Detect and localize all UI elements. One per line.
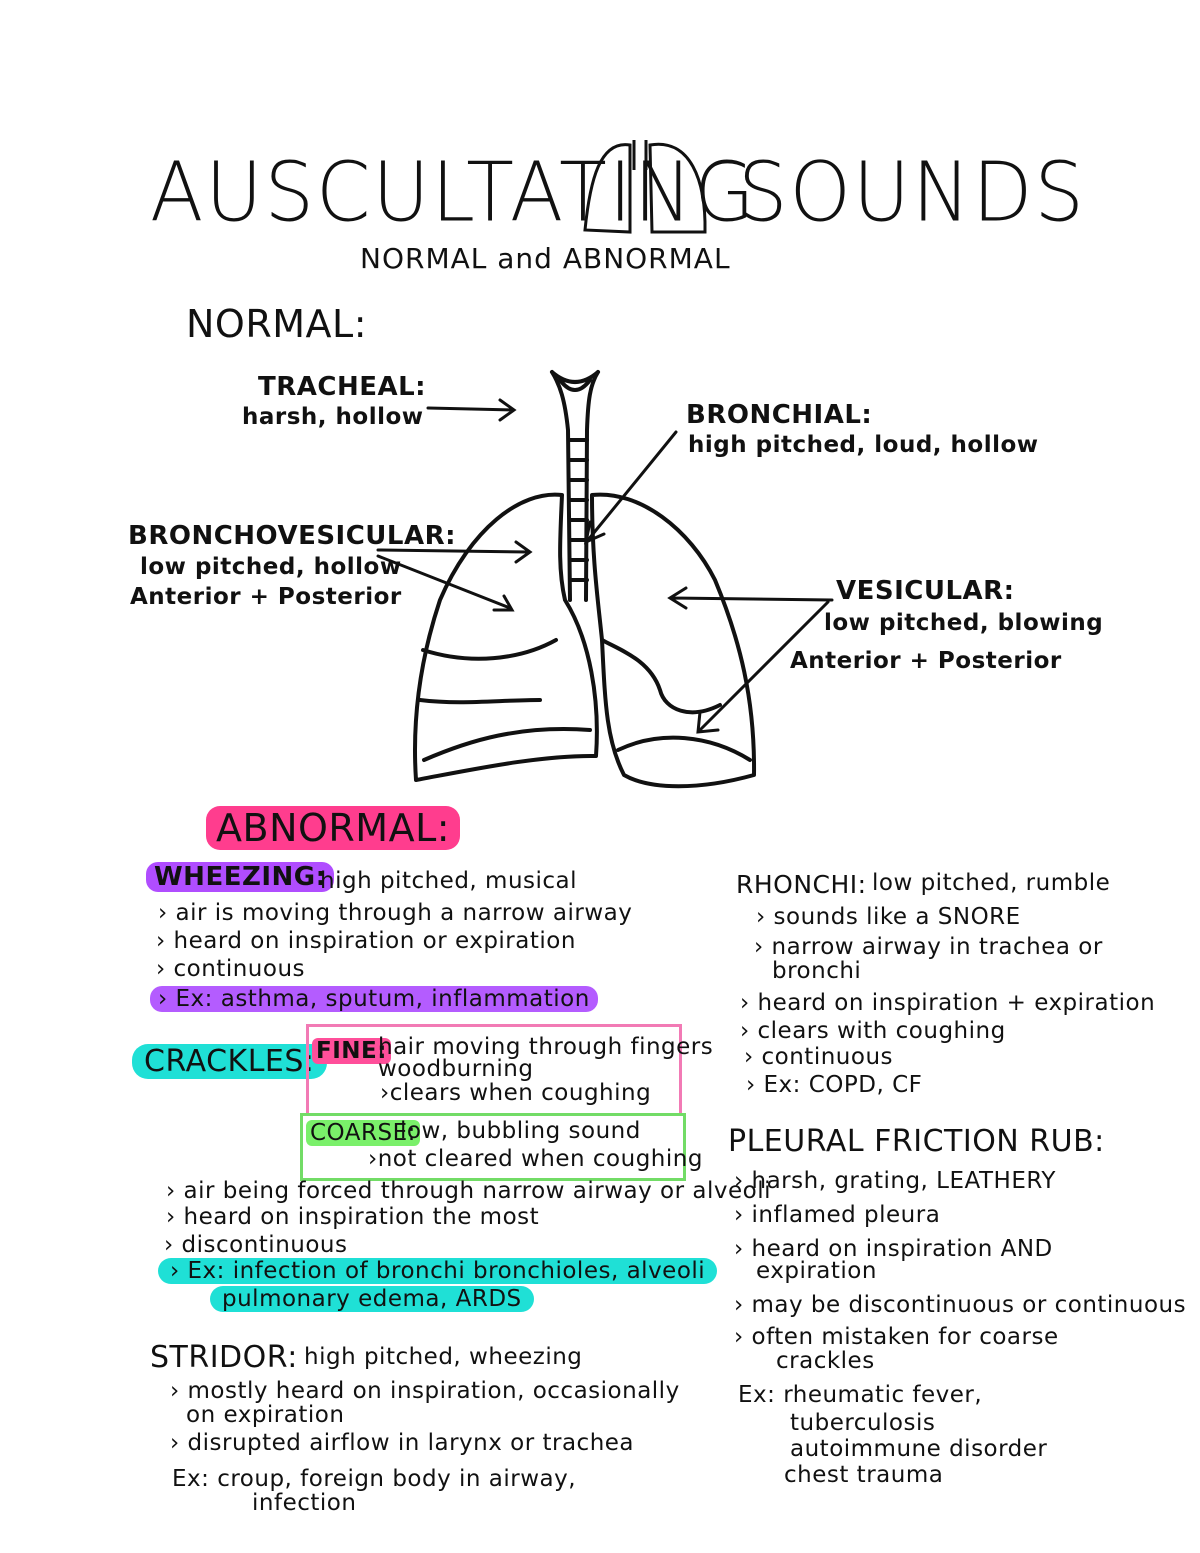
wheezing-desc: high pitched, musical	[320, 868, 578, 894]
pleural-ex-3: autoimmune disorder	[790, 1436, 1048, 1462]
pleural-item-3a: › heard on inspiration AND	[734, 1236, 1053, 1262]
crackles-example-2: pulmonary edema, ARDS	[210, 1286, 534, 1312]
rhonchi-desc: low pitched, rumble	[872, 870, 1111, 896]
coarse-label: COARSE:	[306, 1120, 420, 1146]
normal-heading: NORMAL:	[186, 302, 367, 346]
pleural-ex-4: chest trauma	[784, 1462, 944, 1488]
stridor-item-1a: › mostly heard on inspiration, occasiona…	[170, 1378, 680, 1404]
tracheal-desc: harsh, hollow	[242, 404, 424, 430]
vesicular-desc: low pitched, blowing	[824, 610, 1104, 636]
tracheal-label: TRACHEAL:	[258, 372, 427, 402]
rhonchi-label: RHONCHI:	[736, 870, 867, 899]
crackles-item-1: › air being forced through narrow airway…	[166, 1178, 771, 1204]
pleural-label: PLEURAL FRICTION RUB:	[728, 1124, 1105, 1159]
coarse-line-2: ›not cleared when coughing	[368, 1146, 703, 1172]
rhonchi-item-6: › Ex: COPD, CF	[746, 1072, 923, 1098]
crackles-item-3: › discontinuous	[164, 1232, 348, 1258]
pleural-item-1: › harsh, grating, LEATHERY	[734, 1168, 1056, 1194]
fine-line-1: hair moving through fingers	[378, 1034, 714, 1060]
wheezing-item-2: › heard on inspiration or expiration	[156, 928, 576, 954]
fine-line-3: ›clears when coughing	[380, 1080, 652, 1106]
page-title-right: SOUNDS	[738, 145, 1086, 241]
bronchovesicular-desc: low pitched, hollow	[140, 554, 402, 580]
pleural-item-2: › inflamed pleura	[734, 1202, 941, 1228]
abnormal-heading-text: ABNORMAL:	[206, 806, 461, 850]
rhonchi-item-3: › heard on inspiration + expiration	[740, 990, 1156, 1016]
rhonchi-item-4: › clears with coughing	[740, 1018, 1006, 1044]
wheezing-label: WHEEZING:	[146, 862, 335, 892]
pleural-item-3b: expiration	[756, 1258, 877, 1284]
pleural-item-4: › may be discontinuous or continuous	[734, 1292, 1187, 1318]
stridor-example-2: infection	[252, 1490, 357, 1516]
stridor-desc: high pitched, wheezing	[304, 1344, 583, 1370]
bronchovesicular-label: BRONCHOVESICULAR:	[128, 521, 457, 551]
rhonchi-item-5: › continuous	[744, 1044, 894, 1070]
rhonchi-item-2a: › narrow airway in trachea or	[754, 934, 1103, 960]
crackles-label-text: CRACKLES:	[132, 1044, 327, 1079]
crackles-label: CRACKLES:	[132, 1044, 327, 1079]
wheezing-example: › Ex: asthma, sputum, inflammation	[150, 986, 598, 1012]
page-subtitle: NORMAL and ABNORMAL	[360, 242, 731, 275]
pleural-ex-1: Ex: rheumatic fever,	[738, 1382, 983, 1408]
crackles-item-2: › heard on inspiration the most	[166, 1204, 540, 1230]
coarse-line-1: low, bubbling sound	[400, 1118, 641, 1144]
stridor-item-2: › disrupted airflow in larynx or trachea	[170, 1430, 635, 1456]
page-title-left: AUSCULTATING	[150, 145, 757, 241]
bronchial-desc: high pitched, loud, hollow	[688, 432, 1039, 458]
pleural-item-5a: › often mistaken for coarse	[734, 1324, 1059, 1350]
rhonchi-item-2b: bronchi	[772, 958, 862, 984]
coarse-crackles-box	[300, 1113, 686, 1181]
bronchovesicular-where: Anterior + Posterior	[130, 584, 402, 610]
pleural-item-5b: crackles	[776, 1348, 875, 1374]
vesicular-label: VESICULAR:	[836, 576, 1015, 606]
bronchial-label: BRONCHIAL:	[686, 400, 873, 430]
fine-label: FINE:	[312, 1038, 391, 1064]
vesicular-where: Anterior + Posterior	[790, 648, 1062, 674]
fine-line-2: woodburning	[378, 1056, 534, 1082]
wheezing-item-1: › air is moving through a narrow airway	[158, 900, 633, 926]
crackles-example-1: › Ex: infection of bronchi bronchioles, …	[158, 1258, 718, 1284]
wheezing-label-text: WHEEZING:	[146, 862, 335, 892]
stridor-example-1: Ex: croup, foreign body in airway,	[172, 1466, 577, 1492]
rhonchi-item-1: › sounds like a SNORE	[756, 904, 1021, 930]
pleural-ex-2: tuberculosis	[790, 1410, 936, 1436]
wheezing-item-3: › continuous	[156, 956, 306, 982]
stridor-item-1b: on expiration	[186, 1402, 345, 1428]
abnormal-heading: ABNORMAL:	[206, 806, 461, 850]
stridor-label: STRIDOR:	[150, 1340, 298, 1375]
